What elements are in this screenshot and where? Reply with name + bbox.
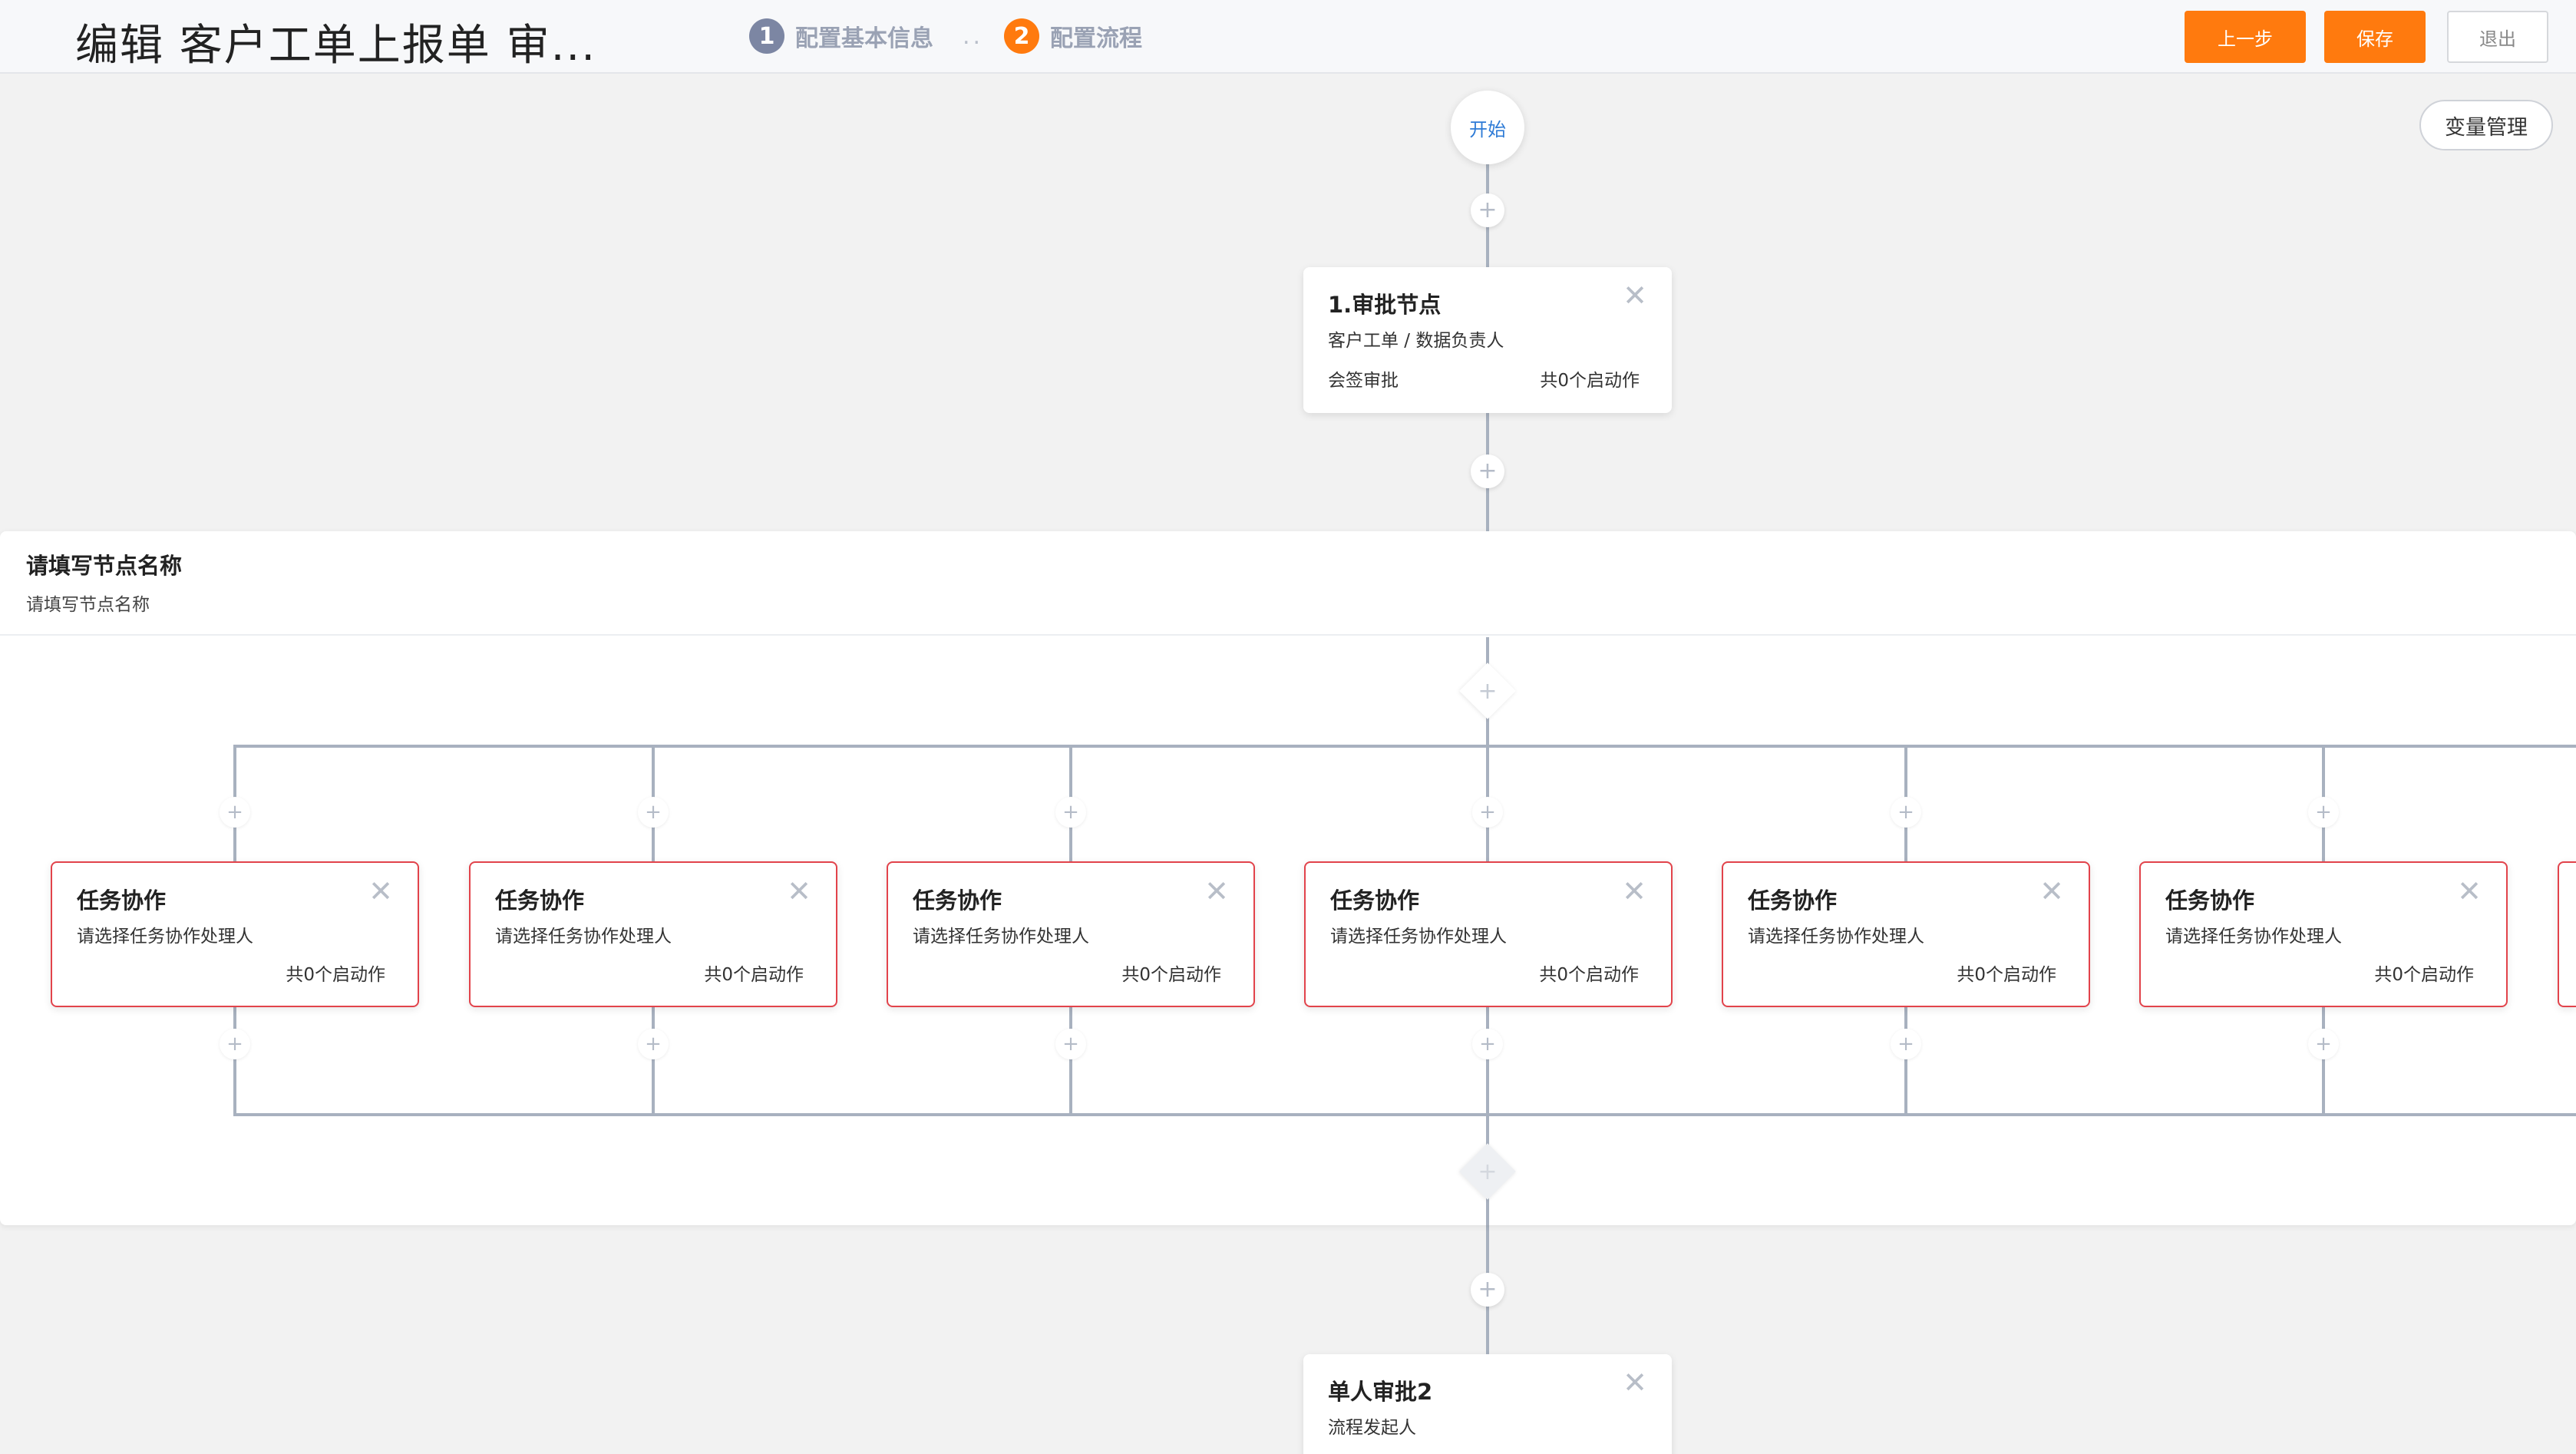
step-basic-info[interactable]: 1 配置基本信息 <box>749 18 933 54</box>
approval-node-card[interactable]: 1.审批节点 ✕ 客户工单 / 数据负责人 会签审批 共0个启动作 <box>1303 267 1672 413</box>
close-icon[interactable]: ✕ <box>368 874 393 908</box>
start-node[interactable]: 开始 <box>1451 91 1524 164</box>
add-node-button[interactable]: + <box>638 1029 669 1059</box>
add-node-button[interactable]: + <box>220 1029 250 1059</box>
node-action-count: 共0个启动作 <box>1540 371 1640 391</box>
task-collab-card[interactable]: 任务协作 ✕ 请选择任务协作处理人 共0个启动作 <box>51 861 419 1007</box>
add-node-button[interactable]: + <box>1471 193 1504 227</box>
add-node-button[interactable]: + <box>1055 1029 1086 1059</box>
add-branch-button[interactable]: + <box>1478 677 1498 705</box>
task-title: 任务协作 <box>913 887 1002 914</box>
node-approval-type: 会签审批 <box>1328 371 1399 391</box>
add-node-button[interactable]: + <box>1472 797 1503 828</box>
task-action-count: 共0个启动作 <box>2374 965 2474 985</box>
task-collab-card[interactable]: 任务协作 ✕ 请选择任务协作处理人 共0个启动作 <box>2139 861 2508 1007</box>
task-assignee: 请选择任务协作处理人 <box>1748 927 1924 947</box>
step-number: 2 <box>1004 18 1039 54</box>
add-node-button[interactable]: + <box>1055 797 1086 828</box>
task-collab-card[interactable]: 任务协作 ✕ 请选择任务协作处理人 共0个启动作 <box>469 861 837 1007</box>
single-approval-node-card[interactable]: 单人审批2 ✕ 流程发起人 <box>1303 1354 1672 1454</box>
prev-step-button[interactable]: 上一步 <box>2185 11 2306 63</box>
step-number: 1 <box>749 18 784 54</box>
task-title: 任务协作 <box>1748 887 1838 914</box>
branch-bottom-bar <box>233 1113 2576 1116</box>
step-label: 配置基本信息 <box>795 25 933 52</box>
task-title: 任务协作 <box>495 887 585 914</box>
branch-top-bar <box>233 745 2576 748</box>
parallel-header[interactable]: 请填写节点名称 请填写节点名称 <box>0 531 2576 636</box>
task-action-count: 共0个启动作 <box>1957 965 2056 985</box>
close-icon[interactable]: ✕ <box>1622 874 1646 908</box>
add-node-button[interactable]: + <box>1471 1273 1504 1307</box>
close-icon[interactable]: ✕ <box>2039 874 2064 908</box>
task-collab-card[interactable]: 任务协作 ✕ 请选择任务协作处理人 共0个启动作 <box>1304 861 1673 1007</box>
top-bar: 编辑 客户工单上报单 审... 1 配置基本信息 .. 2 配置流程 上一步 保… <box>0 0 2576 74</box>
task-collab-card[interactable]: 任务协作 ✕ 请选择任务协作处理人 共0个启动作 <box>887 861 1255 1007</box>
task-assignee: 请选择任务协作处理人 <box>1330 927 1507 947</box>
task-collab-card-partial[interactable] <box>2558 861 2576 1007</box>
task-title: 任务协作 <box>77 887 167 914</box>
close-icon[interactable]: ✕ <box>1204 874 1229 908</box>
node-assignee: 客户工单 / 数据负责人 <box>1328 331 1504 351</box>
task-collab-card[interactable]: 任务协作 ✕ 请选择任务协作处理人 共0个启动作 <box>1722 861 2090 1007</box>
add-node-button[interactable]: + <box>1891 1029 1921 1059</box>
task-title: 任务协作 <box>2165 887 2255 914</box>
task-action-count: 共0个启动作 <box>1539 965 1639 985</box>
add-node-button[interactable]: + <box>2308 797 2339 828</box>
add-node-button[interactable]: + <box>2308 1029 2339 1059</box>
task-assignee: 请选择任务协作处理人 <box>495 927 672 947</box>
exit-button[interactable]: 退出 <box>2447 11 2548 63</box>
close-icon[interactable]: ✕ <box>2457 874 2482 908</box>
task-action-count: 共0个启动作 <box>286 965 385 985</box>
node-assignee: 流程发起人 <box>1328 1418 1416 1438</box>
connector-line <box>1486 1191 1489 1225</box>
task-assignee: 请选择任务协作处理人 <box>77 927 253 947</box>
parallel-node-name: 请填写节点名称 <box>26 553 183 579</box>
variable-manage-button[interactable]: 变量管理 <box>2419 100 2553 150</box>
task-title: 任务协作 <box>1330 887 1420 914</box>
add-node-button[interactable]: + <box>220 797 250 828</box>
node-title: 单人审批2 <box>1328 1379 1433 1405</box>
task-assignee: 请选择任务协作处理人 <box>913 927 1089 947</box>
step-separator: .. <box>963 23 984 50</box>
page-title: 编辑 客户工单上报单 审... <box>75 21 597 71</box>
add-node-button[interactable]: + <box>1472 1029 1503 1059</box>
node-title: 1.审批节点 <box>1328 292 1442 318</box>
add-node-button[interactable]: + <box>1891 797 1921 828</box>
step-config-flow[interactable]: 2 配置流程 <box>1004 18 1142 54</box>
task-assignee: 请选择任务协作处理人 <box>2165 927 2342 947</box>
parallel-node-desc: 请填写节点名称 <box>26 595 150 615</box>
add-node-button[interactable]: + <box>1471 454 1504 488</box>
task-action-count: 共0个启动作 <box>1121 965 1221 985</box>
close-icon[interactable]: ✕ <box>1623 1366 1647 1399</box>
close-icon[interactable]: ✕ <box>1623 279 1647 312</box>
add-node-button[interactable]: + <box>638 797 669 828</box>
step-label: 配置流程 <box>1050 25 1142 52</box>
merge-plus-icon: + <box>1478 1158 1498 1185</box>
close-icon[interactable]: ✕ <box>787 874 811 908</box>
task-action-count: 共0个启动作 <box>704 965 804 985</box>
save-button[interactable]: 保存 <box>2324 11 2426 63</box>
